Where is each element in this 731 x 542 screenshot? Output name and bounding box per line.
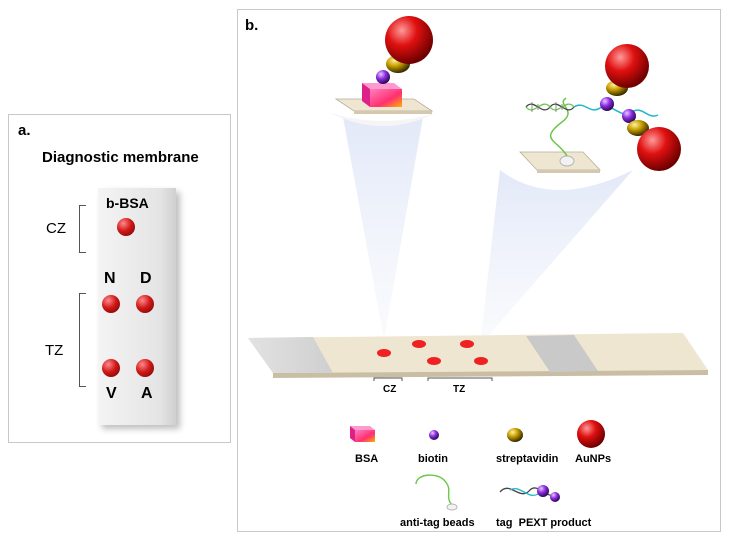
strip-cz-bracket [373,377,403,381]
test-zone-inset [519,44,681,173]
legend-bsa-label: BSA [355,453,379,465]
panel-b-illustration [248,16,708,511]
panel-b: b. [237,9,721,532]
legend-beads-icon [415,474,458,511]
absorbent-pad [526,335,598,372]
panel-a-title: Diagnostic membrane [42,149,199,166]
test-spot-d [136,295,154,313]
magnifier-cone-right [480,170,633,345]
control-spot-label: b-BSA [106,195,149,211]
spot-label-n: N [104,270,116,287]
spot-label-v: V [106,385,117,402]
test-spot-v [102,359,120,377]
strip-tz-label: TZ [453,384,466,395]
aunp-sphere-icon [385,16,433,64]
panel-a-label: a. [18,122,31,139]
strip-test-spot-3 [427,357,441,365]
magnifier-cone-left [343,117,423,340]
control-zone-inset [334,16,434,114]
panel-a: a. Diagnostic membrane b-BSA N D V A CZ … [8,114,231,443]
tz-bracket [79,293,86,387]
cz-bracket [79,205,86,253]
legend-biotin-label: biotin [418,453,448,465]
legend-beads-label: anti-tag beads [400,517,475,529]
lens-arc-left [328,112,438,126]
test-spot-a [136,359,154,377]
dna-helix-icon [525,102,575,112]
cz-label: CZ [46,220,66,237]
legend-aunps-label: AuNPs [575,453,612,465]
legend-aunps-icon [577,420,605,448]
tz-label: TZ [45,342,64,359]
panel-b-label: b. [245,17,259,34]
strip-cz-label: CZ [383,384,397,395]
sample-pad [248,337,333,373]
legend-product-icon [499,485,560,502]
bsa-cube-icon [362,83,402,107]
spot-label-d: D [140,270,152,287]
spot-label-a: A [141,385,153,402]
legend-biotin-icon [429,430,439,440]
strip-test-spot-1 [412,340,426,348]
strip-test-spot-4 [474,357,488,365]
legend-streptavidin-icon [507,428,523,442]
biotin-icon [376,70,390,84]
legend-bsa-icon [350,426,375,442]
legend-streptavidin-label: streptavidin [496,453,559,465]
legend-product-label: tag PEXT product [496,517,592,529]
control-spot [117,218,135,236]
test-spot-n [102,295,120,313]
strip-tz-bracket [427,377,493,381]
lateral-flow-strip [248,333,708,378]
strip-control-spot [377,349,391,357]
strip-test-spot-2 [460,340,474,348]
